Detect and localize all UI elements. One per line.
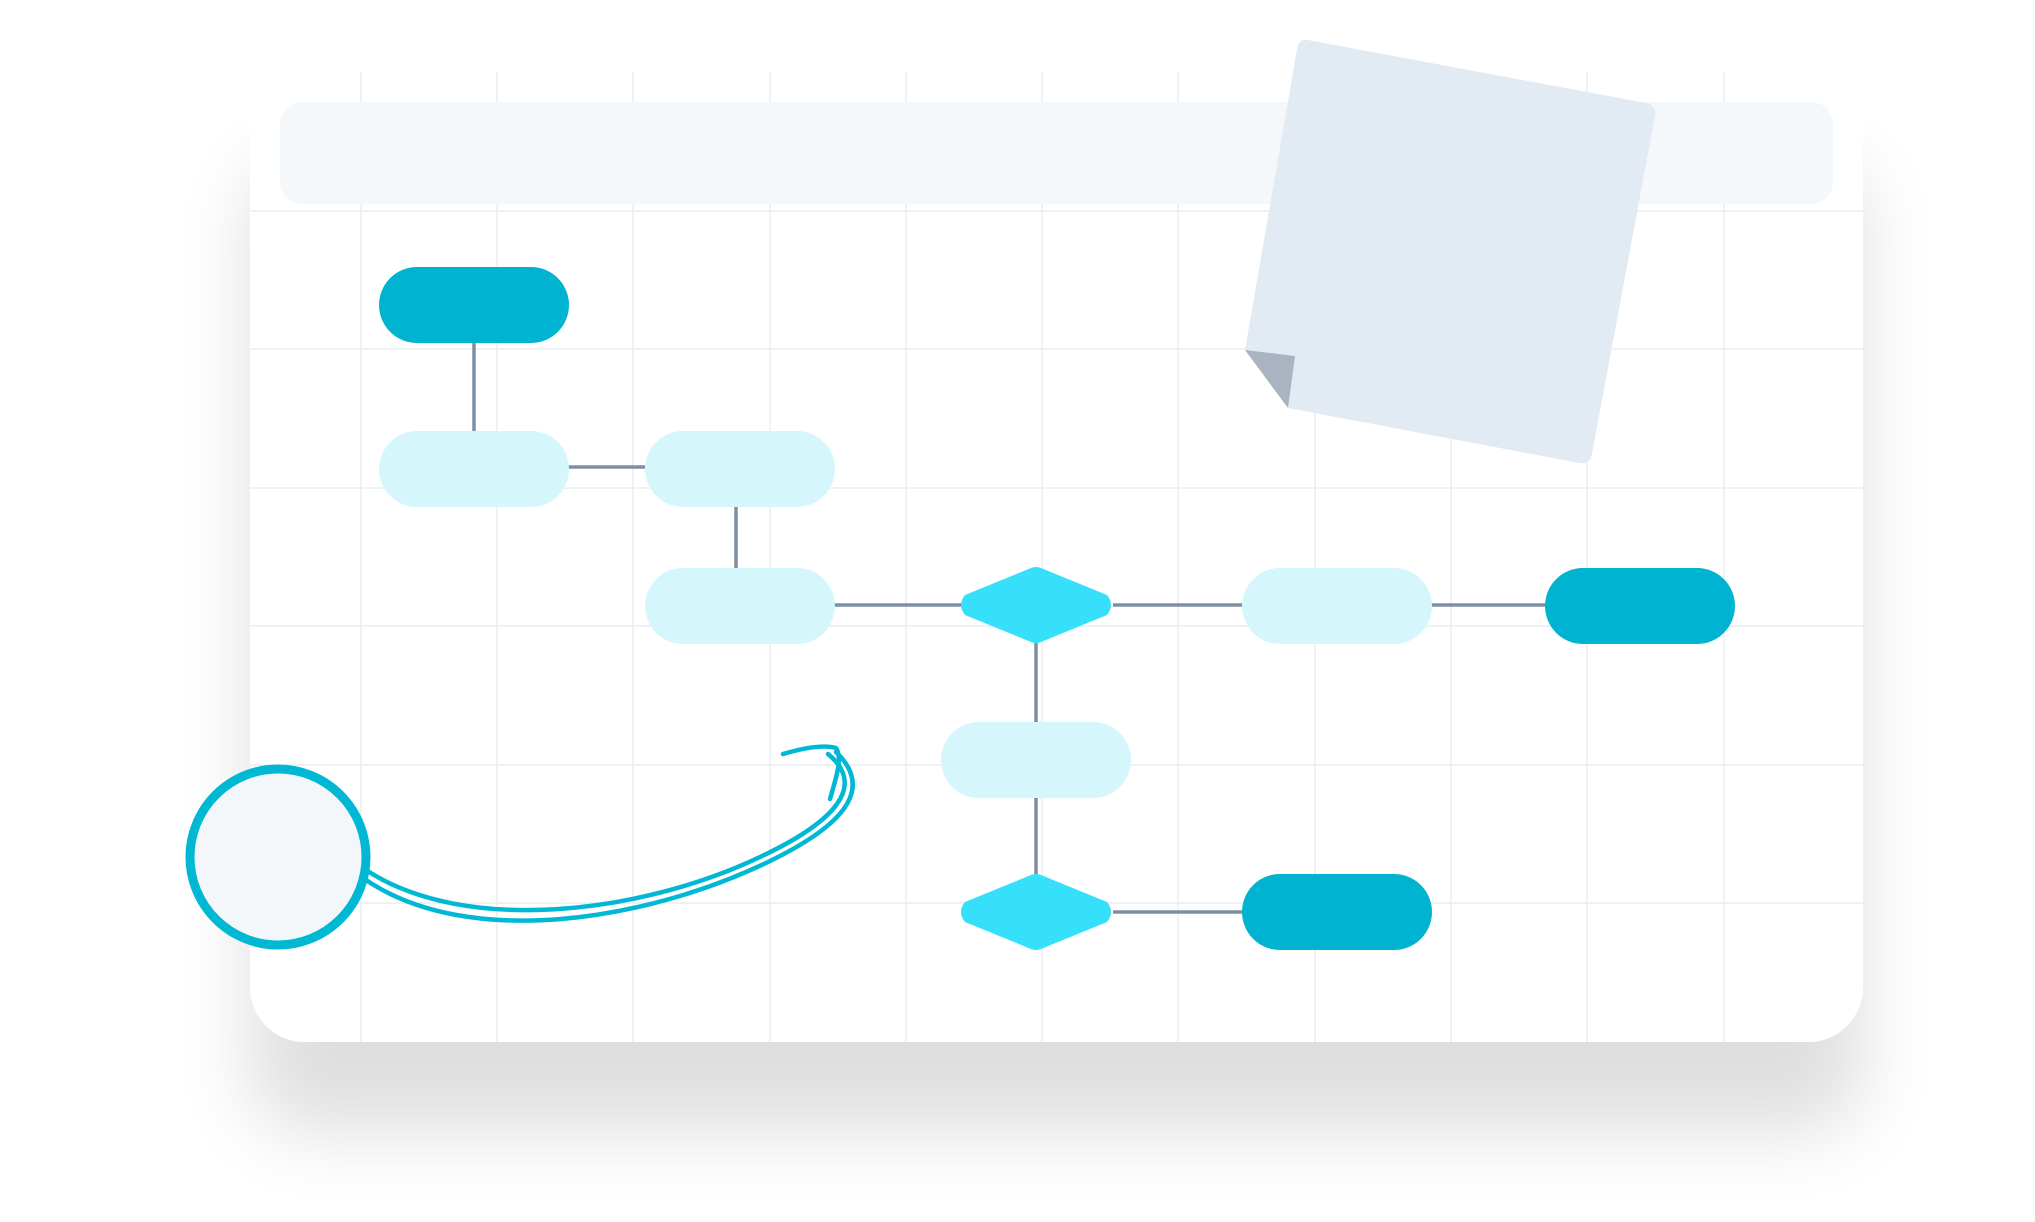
sticky-note-fold-icon: [1245, 350, 1295, 408]
node-step-2[interactable]: [645, 431, 835, 507]
sticky-note[interactable]: [1245, 39, 1656, 464]
node-decision-2[interactable]: [961, 874, 1111, 950]
annotation: [185, 744, 855, 950]
node-step-4[interactable]: [1242, 568, 1432, 644]
node-end-2[interactable]: [1242, 874, 1432, 950]
node-step-3[interactable]: [645, 568, 835, 644]
circle-cursor-icon[interactable]: [185, 764, 371, 950]
node-end-1[interactable]: [1545, 568, 1735, 644]
node-start[interactable]: [379, 267, 569, 343]
node-step-1[interactable]: [379, 431, 569, 507]
connectors: [472, 343, 1545, 914]
node-decision-1[interactable]: [961, 567, 1111, 643]
sticky-note-body: [1245, 39, 1656, 464]
nodes: [379, 267, 1735, 950]
curved-arrow-icon: [363, 744, 855, 923]
node-step-5[interactable]: [941, 722, 1131, 798]
